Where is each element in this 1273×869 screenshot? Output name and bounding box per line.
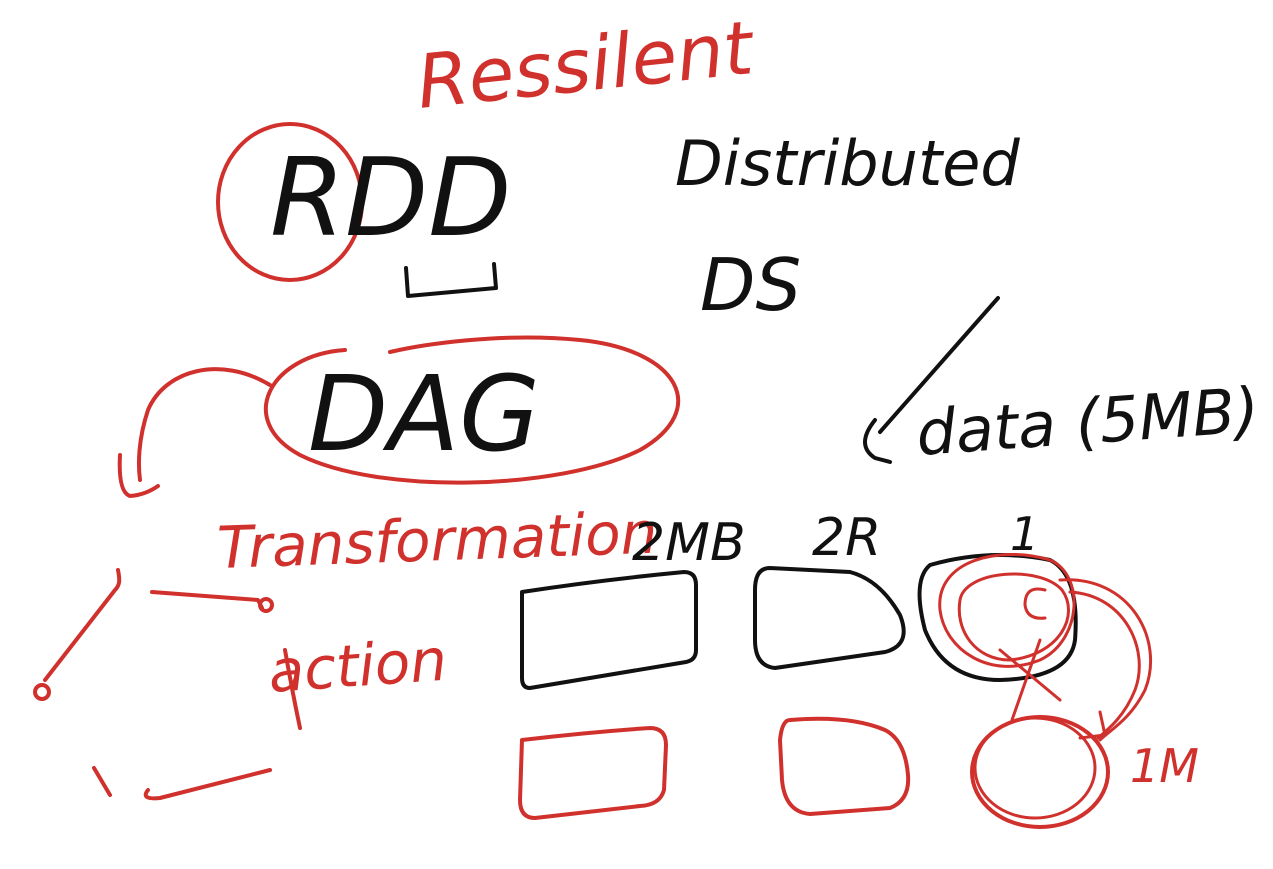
resilient-label: Ressilent	[413, 5, 760, 126]
mini-dag-node-2	[258, 597, 274, 613]
scribble-arrow-down	[998, 638, 1062, 722]
transformation-label: Transformation	[216, 499, 658, 582]
distributed-label: Distributed	[675, 127, 1020, 200]
mini-dag-edge-3	[92, 766, 112, 797]
mini-dag-edge-1	[43, 568, 122, 682]
action-label: action	[266, 626, 449, 706]
rdd-label: RDD	[270, 136, 511, 261]
scribble-circle-2	[957, 572, 1070, 662]
scribble-loop-right-2	[1068, 590, 1141, 740]
output-block-2	[778, 716, 911, 816]
data-arrowhead	[863, 418, 892, 464]
mini-dag-edge-2	[150, 590, 264, 610]
scribble-arrowhead	[1078, 710, 1107, 740]
ds-label: DS	[700, 243, 801, 327]
scribble-circle-1	[938, 553, 1076, 668]
data-arrow	[878, 296, 1000, 434]
mini-dag-node-1	[33, 683, 51, 701]
scribble-loop-right	[1058, 578, 1153, 742]
mini-dag-edge-4	[143, 768, 272, 801]
partition-block-2	[753, 566, 906, 670]
block-3-size-label: 1	[1010, 507, 1039, 561]
dag-ellipse	[264, 335, 681, 485]
scribble-c	[1023, 587, 1047, 620]
output-size-label: 1M	[1130, 739, 1199, 793]
partition-block-1	[520, 570, 698, 690]
dag-label: DAG	[308, 353, 540, 475]
block-1-size-label: 2MB	[632, 513, 746, 573]
output-block-1	[518, 726, 668, 820]
dd-bracket	[404, 262, 498, 298]
dag-loop-arrow	[136, 367, 272, 482]
block-2-size-label: 2R	[812, 508, 881, 568]
data-label: data (5MB)	[914, 373, 1261, 470]
dag-loop-arrowhead	[117, 453, 160, 498]
output-block-3-overlay	[973, 716, 1097, 820]
r-circle	[216, 122, 364, 282]
action-line	[283, 648, 302, 730]
